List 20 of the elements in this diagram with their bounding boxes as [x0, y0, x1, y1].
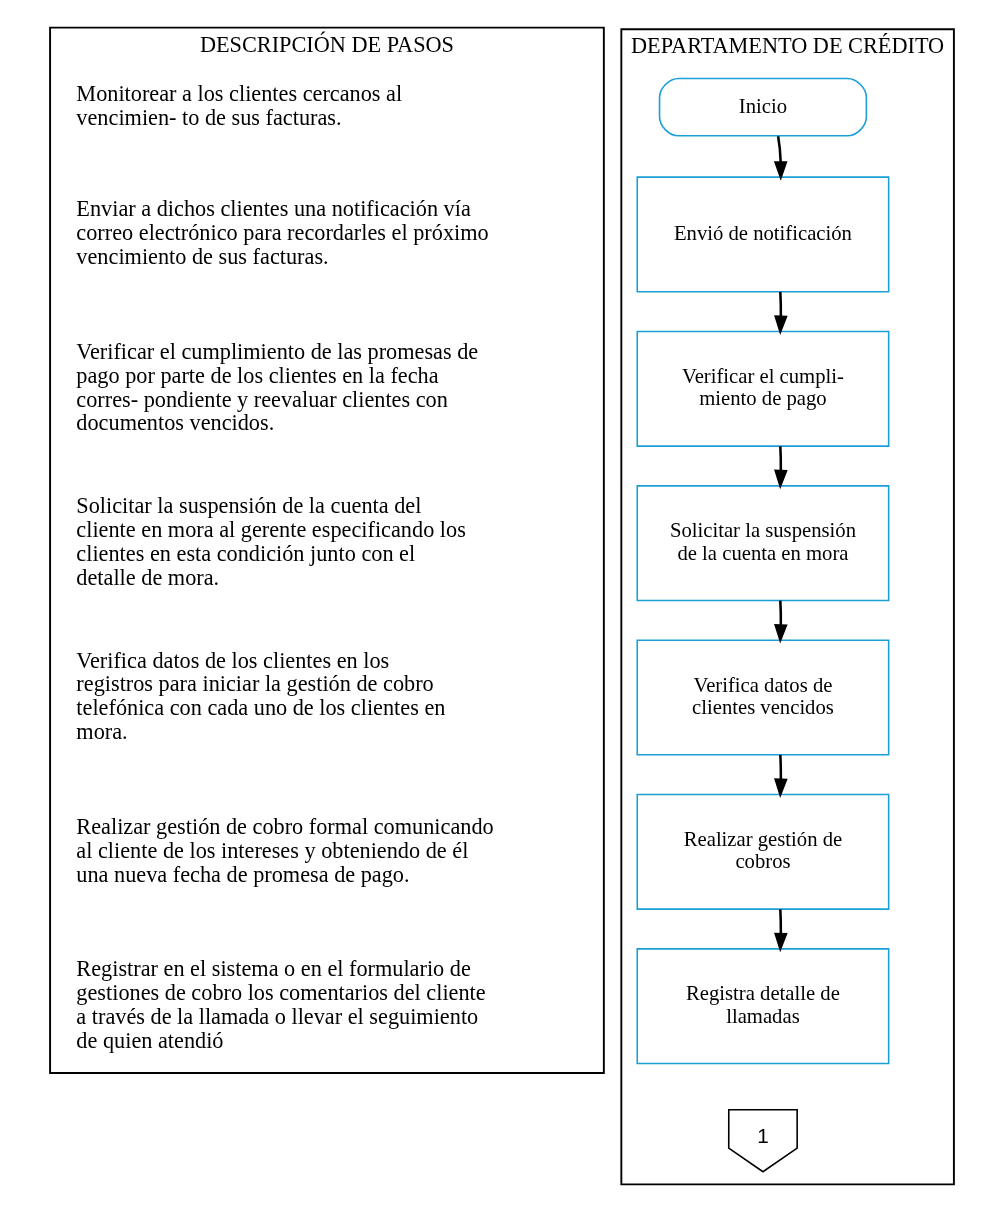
arrow [773, 136, 788, 181]
label: Verificar el cumplimiento de las promesas de pago por parte de los clientes en la fecha corres- pondiente y reevaluar clientes con documentos vencidos. [75, 338, 478, 436]
node-box: Solicitar la suspensión de la cuenta en mora [635, 485, 889, 602]
label: Monitorear a los clientes cercanos al vencimien- to de sus facturas. [75, 81, 402, 130]
label: Verifica datos de los clientes en los registros para iniciar la gestión de cobro telefónica con cada uno de los clientes en mora. [75, 647, 445, 745]
label: Enviar a dichos clientes una notificación vía correo electrónico para recordarles el próximo vencimiento de sus facturas. [75, 196, 489, 270]
node-box: Envió de notificación [635, 176, 889, 293]
label: Solicitar la suspensión de la cuenta del cliente en mora al gerente especificando los clientes en esta condición junto con el detalle de mora. [75, 493, 466, 590]
arrow [773, 754, 788, 798]
node-box: Inicio [658, 77, 867, 137]
arrow [773, 291, 788, 335]
arrow [773, 600, 788, 644]
label: Realizar gestión de cobro formal comunicando al cliente de los intereses y obteniendo de él una nueva fecha de promesa de pago. [75, 813, 494, 887]
node-box: Realizar gestión de cobros [635, 793, 889, 910]
node-box: Registra detalle de llamadas [635, 948, 889, 1065]
label: Registrar en el sistema o en el formulario de gestiones de cobro los comentarios del cliente a través de la llamada o llevar el seguimiento de quien atendió [75, 956, 486, 1053]
arrow [773, 446, 788, 490]
arrow [773, 909, 788, 953]
node-box: Verificar el cumpli- miento de pago [635, 330, 889, 447]
node-box: Verifica datos de clientes vencidos [635, 639, 889, 756]
